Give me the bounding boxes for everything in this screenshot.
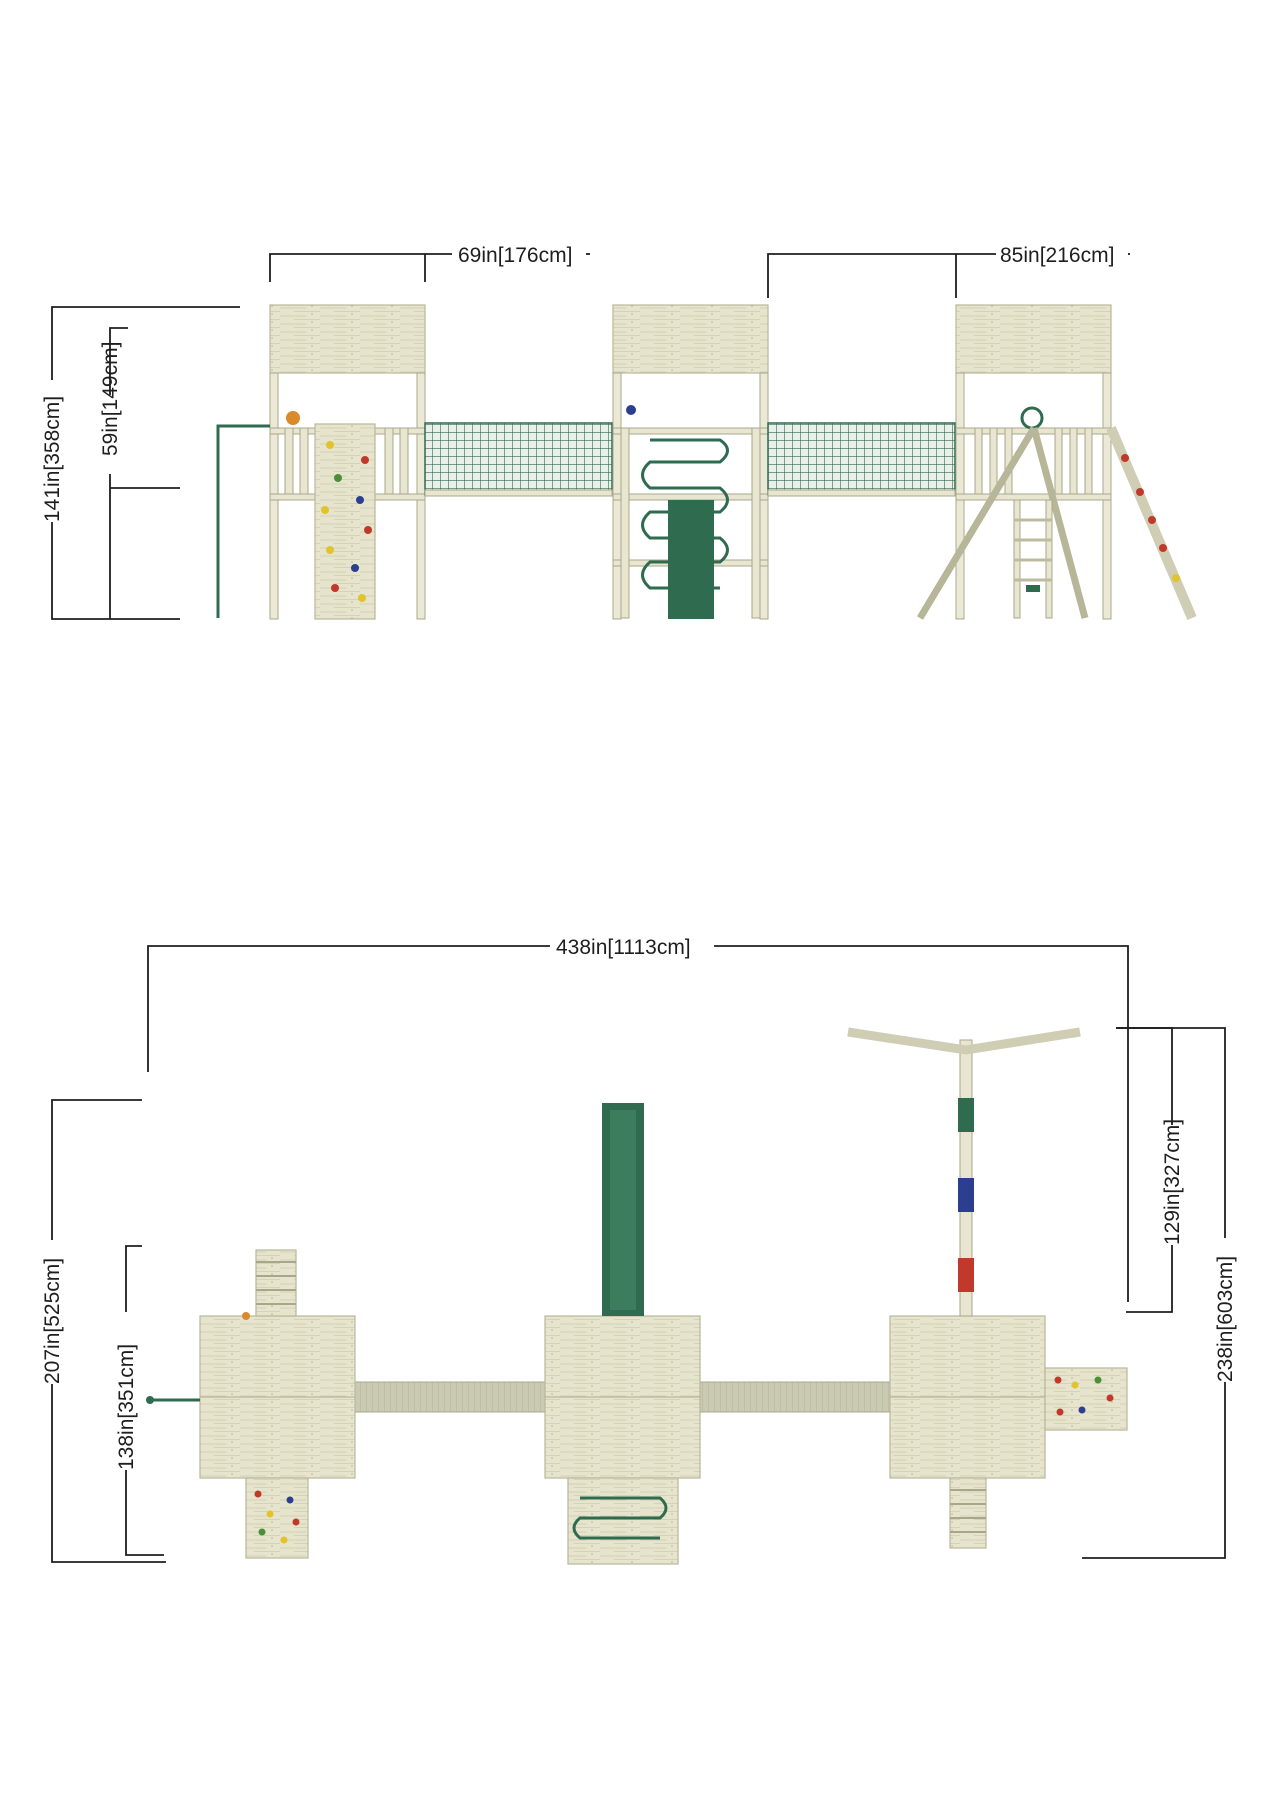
dim-top-depth-right-total: 238in[603cm] bbox=[1214, 1256, 1237, 1382]
periscope-icon bbox=[626, 405, 636, 415]
front-tower-left bbox=[216, 304, 426, 620]
front-monkey-bars bbox=[641, 438, 729, 590]
top-bridge-left bbox=[354, 1381, 546, 1413]
fireman-pole bbox=[216, 424, 270, 618]
top-tower-left bbox=[146, 1249, 356, 1559]
dim-front-width-right: 85in[216cm] bbox=[1000, 244, 1114, 267]
front-view: 69in[176cm] 85in[216cm] 141in[358cm] 59i… bbox=[41, 244, 1197, 620]
front-swing-seat bbox=[1026, 585, 1040, 592]
front-ramp-holds bbox=[1121, 454, 1180, 582]
top-dimension-lines bbox=[51, 945, 1226, 1563]
top-monkey-bar-frame bbox=[567, 1477, 679, 1565]
steering-wheel-icon bbox=[1020, 406, 1044, 430]
dim-top-total-width: 438in[1113cm] bbox=[556, 936, 691, 959]
swing-seat-red bbox=[958, 1258, 974, 1292]
top-climbing-holds bbox=[254, 1490, 300, 1544]
top-climbing-wall bbox=[245, 1477, 309, 1559]
swing-seat-green bbox=[958, 1098, 974, 1132]
dim-front-width-left: 69in[176cm] bbox=[458, 244, 572, 267]
front-tower-left-railing bbox=[284, 427, 409, 495]
swing-seat-blue bbox=[958, 1178, 974, 1212]
front-slide bbox=[668, 500, 714, 619]
top-tower-center bbox=[544, 1103, 701, 1565]
top-monkey-bars bbox=[572, 1496, 668, 1540]
dim-top-depth-left-total: 207in[525cm] bbox=[41, 1258, 64, 1384]
dim-top-depth-right-inner: 129in[327cm] bbox=[1161, 1119, 1184, 1245]
front-rope-ladder bbox=[1014, 518, 1052, 582]
front-tower-right bbox=[916, 304, 1197, 620]
top-ladder-right bbox=[949, 1477, 987, 1549]
top-ladder-left bbox=[255, 1249, 297, 1317]
front-dimension-lines bbox=[51, 253, 1130, 620]
front-net-bridge-right bbox=[767, 422, 956, 496]
front-climbing-holds bbox=[321, 441, 372, 602]
front-tower-right-railing bbox=[974, 427, 1093, 495]
front-climbing-wall bbox=[314, 423, 376, 620]
dim-top-depth-left-inner: 138in[351cm] bbox=[115, 1344, 138, 1470]
front-tower-center bbox=[612, 304, 769, 620]
top-bridge-right bbox=[699, 1381, 891, 1413]
top-tower-right bbox=[847, 1027, 1128, 1549]
dim-front-height-total: 141in[358cm] bbox=[41, 396, 64, 522]
top-a-frame bbox=[847, 1027, 1081, 1055]
top-ramp-holds bbox=[1054, 1376, 1114, 1416]
telescope-icon bbox=[286, 411, 300, 425]
front-net-bridge-left bbox=[424, 422, 613, 496]
top-view: 438in[1113cm] 207in[525cm] 138in[351cm] … bbox=[41, 936, 1237, 1565]
dim-front-height-platform: 59in[149cm] bbox=[99, 342, 122, 456]
